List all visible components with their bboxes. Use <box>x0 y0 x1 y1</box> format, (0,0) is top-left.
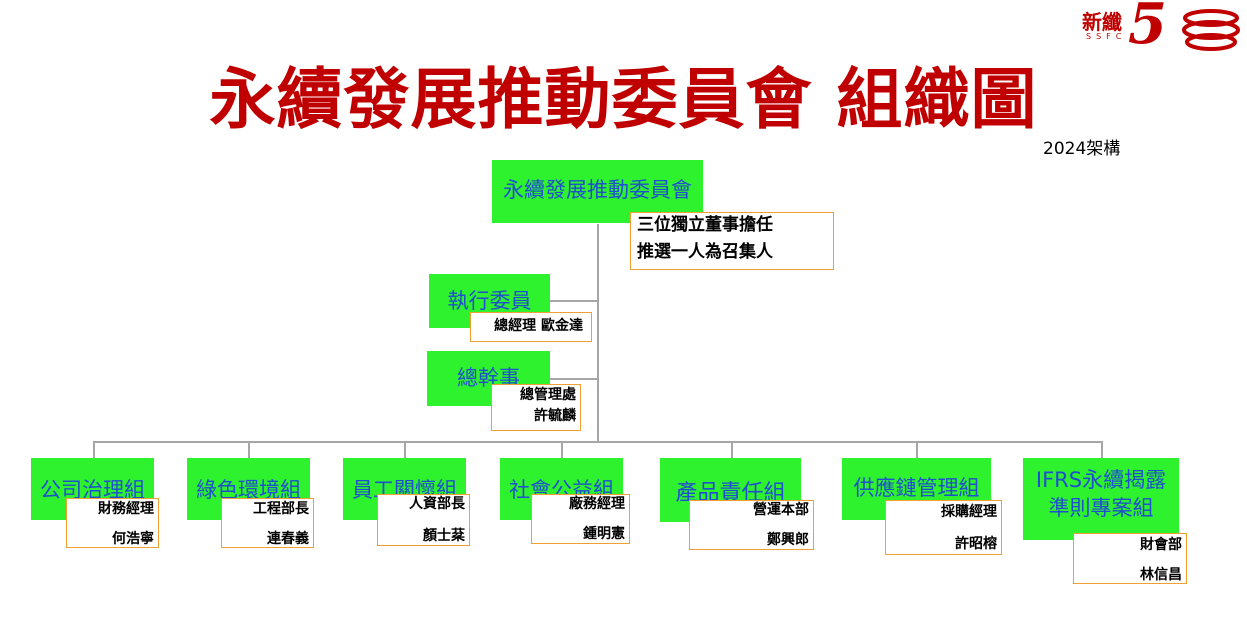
group-note-corporate-governance: 財務經理 何浩寧 <box>66 498 159 548</box>
exec-member-note: 總經理 歐金達 <box>470 312 592 342</box>
group-person: 鍾明憲 <box>583 526 625 542</box>
group-box-ifrs-project: IFRS永續揭露 準則專案組 <box>1023 458 1179 540</box>
structure-year: 2024架構 <box>1043 139 1121 159</box>
connector-group-4 <box>561 441 563 458</box>
connector-group-7 <box>1101 441 1103 458</box>
group-note-green-environment: 工程部長 連春義 <box>221 498 314 548</box>
group-note-product-responsibility: 營運本部 鄭興郎 <box>689 500 814 550</box>
exec-member-name: 執行委員 <box>447 289 532 313</box>
logo-number: 5 <box>1128 0 1167 57</box>
group-person: 林信昌 <box>1140 567 1182 583</box>
top-committee-name: 永續發展推動委員會 <box>503 178 692 202</box>
group-person: 許昭榕 <box>955 536 997 552</box>
group-note-supply-chain: 採購經理 許昭榕 <box>885 500 1002 555</box>
group-role: 財會部 <box>1140 537 1182 553</box>
group-name-line2: 準則專案組 <box>1048 496 1154 520</box>
page-title: 永續發展推動委員會 組織圖 <box>209 61 1038 138</box>
group-note-social-welfare: 廠務經理 鍾明憲 <box>531 494 630 544</box>
exec-member-person: 總經理 歐金達 <box>494 318 583 334</box>
logo-subtext: SSFC <box>1086 32 1127 41</box>
connector-exec <box>550 300 598 302</box>
group-name-line1: IFRS永續揭露 <box>1035 468 1167 492</box>
group-person: 顏士棻 <box>423 528 465 544</box>
company-logo: 新纖 SSFC 5 <box>1082 0 1242 57</box>
top-committee-note: 三位獨立董事擔任 推選一人為召集人 <box>630 212 834 270</box>
logo-swirl-icon <box>1182 9 1240 51</box>
top-note-line2: 推選一人為召集人 <box>637 242 773 262</box>
connector-horizontal-bus <box>93 441 1103 443</box>
group-person: 連春義 <box>267 531 309 547</box>
group-note-employee-care: 人資部長 顏士棻 <box>377 494 470 546</box>
top-committee-box: 永續發展推動委員會 <box>492 160 703 223</box>
secretary-note: 總管理處 許毓麟 <box>491 384 581 431</box>
group-person: 何浩寧 <box>112 531 154 547</box>
connector-main-vertical <box>597 224 599 442</box>
connector-secretary <box>550 378 598 380</box>
connector-group-6 <box>916 441 918 458</box>
connector-group-3 <box>404 441 406 458</box>
top-note-line1: 三位獨立董事擔任 <box>637 215 773 235</box>
group-name: 供應鏈管理組 <box>853 476 980 500</box>
group-person: 鄭興郎 <box>767 532 809 548</box>
connector-group-1 <box>93 441 95 458</box>
connector-group-5 <box>731 441 733 458</box>
secretary-person: 許毓麟 <box>534 408 576 424</box>
group-note-ifrs-project: 財會部 林信昌 <box>1073 533 1187 584</box>
connector-group-2 <box>248 441 250 458</box>
group-role: 人資部長 <box>409 496 465 512</box>
group-role: 財務經理 <box>98 501 154 517</box>
group-role: 廠務經理 <box>569 496 625 512</box>
secretary-dept: 總管理處 <box>520 387 576 403</box>
group-role: 採購經理 <box>941 504 997 520</box>
group-role: 工程部長 <box>253 501 309 517</box>
logo-text: 新纖 <box>1082 10 1122 34</box>
group-role: 營運本部 <box>753 502 809 518</box>
